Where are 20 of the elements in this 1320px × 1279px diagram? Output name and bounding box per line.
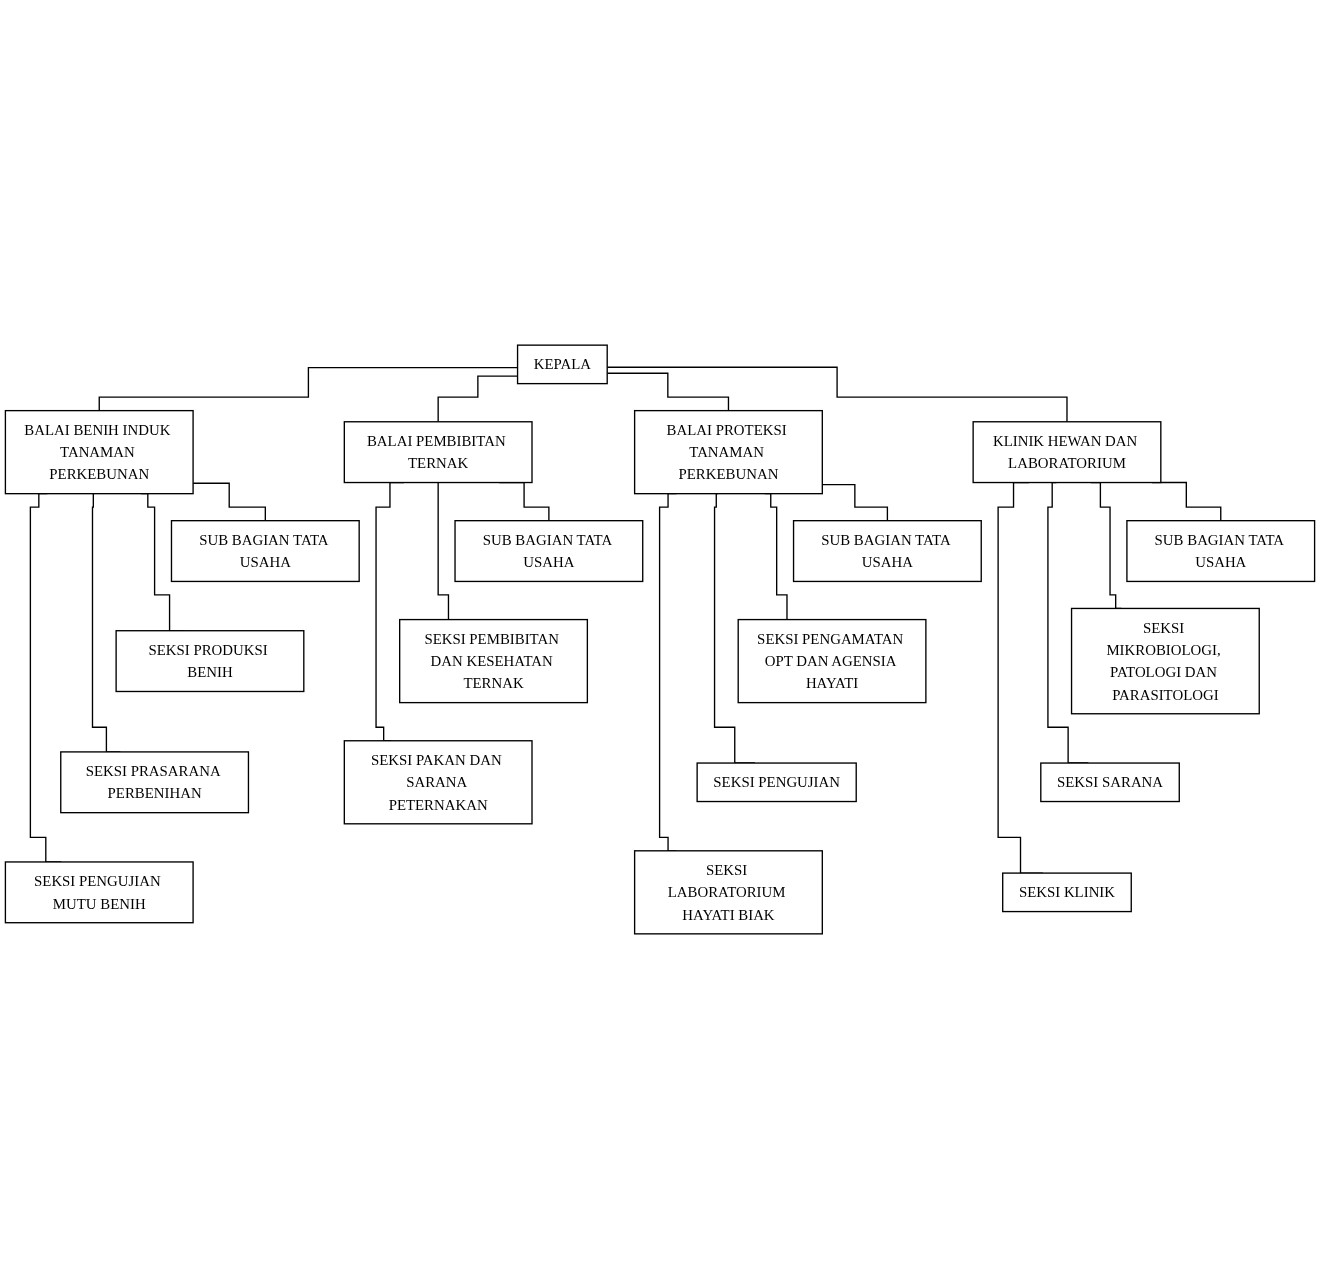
- node-box: SEKSI PENGAMATAN OPT DAN AGENSIA HAYATI: [737, 618, 927, 704]
- node-box: SEKSI LABORATORIUM HAYATI BIAK: [633, 850, 823, 935]
- node-box: SEKSI KLINIK: [1002, 872, 1132, 913]
- node-box: SEKSI SARANA: [1040, 762, 1180, 803]
- node-box: SEKSI PRODUKSI BENIH: [115, 630, 305, 693]
- node-box: SEKSI PENGUJIAN MUTU BENIH: [4, 861, 194, 924]
- node-box: SUB BAGIAN TATA USAHA: [170, 520, 360, 583]
- node-box: KEPALA: [516, 344, 608, 385]
- node-box: SEKSI PEMBIBITAN DAN KESEHATAN TERNAK: [399, 618, 589, 704]
- node-box: BALAI PEMBIBITAN TERNAK: [343, 421, 533, 484]
- node-box: SEKSI PRASARANA PERBENIHAN: [60, 751, 250, 814]
- node-box: SEKSI MIKROBIOLOGI, PATOLOGI DAN PARASITOLOGI: [1070, 607, 1260, 715]
- node-box: BALAI PROTEKSI TANAMAN PERKEBUNAN: [633, 409, 823, 495]
- node-box: SUB BAGIAN TATA USAHA: [792, 520, 982, 583]
- node-box: SUB BAGIAN TATA USAHA: [1126, 520, 1316, 583]
- node-box: SEKSI PENGUJIAN: [696, 762, 857, 803]
- node-box: SUB BAGIAN TATA USAHA: [454, 520, 644, 583]
- node-box: BALAI BENIH INDUK TANAMAN PERKEBUNAN: [4, 409, 194, 495]
- node-box: KLINIK HEWAN DAN LABORATORIUM: [972, 421, 1162, 484]
- node-box: SEKSI PAKAN DAN SARANA PETERNAKAN: [343, 740, 533, 825]
